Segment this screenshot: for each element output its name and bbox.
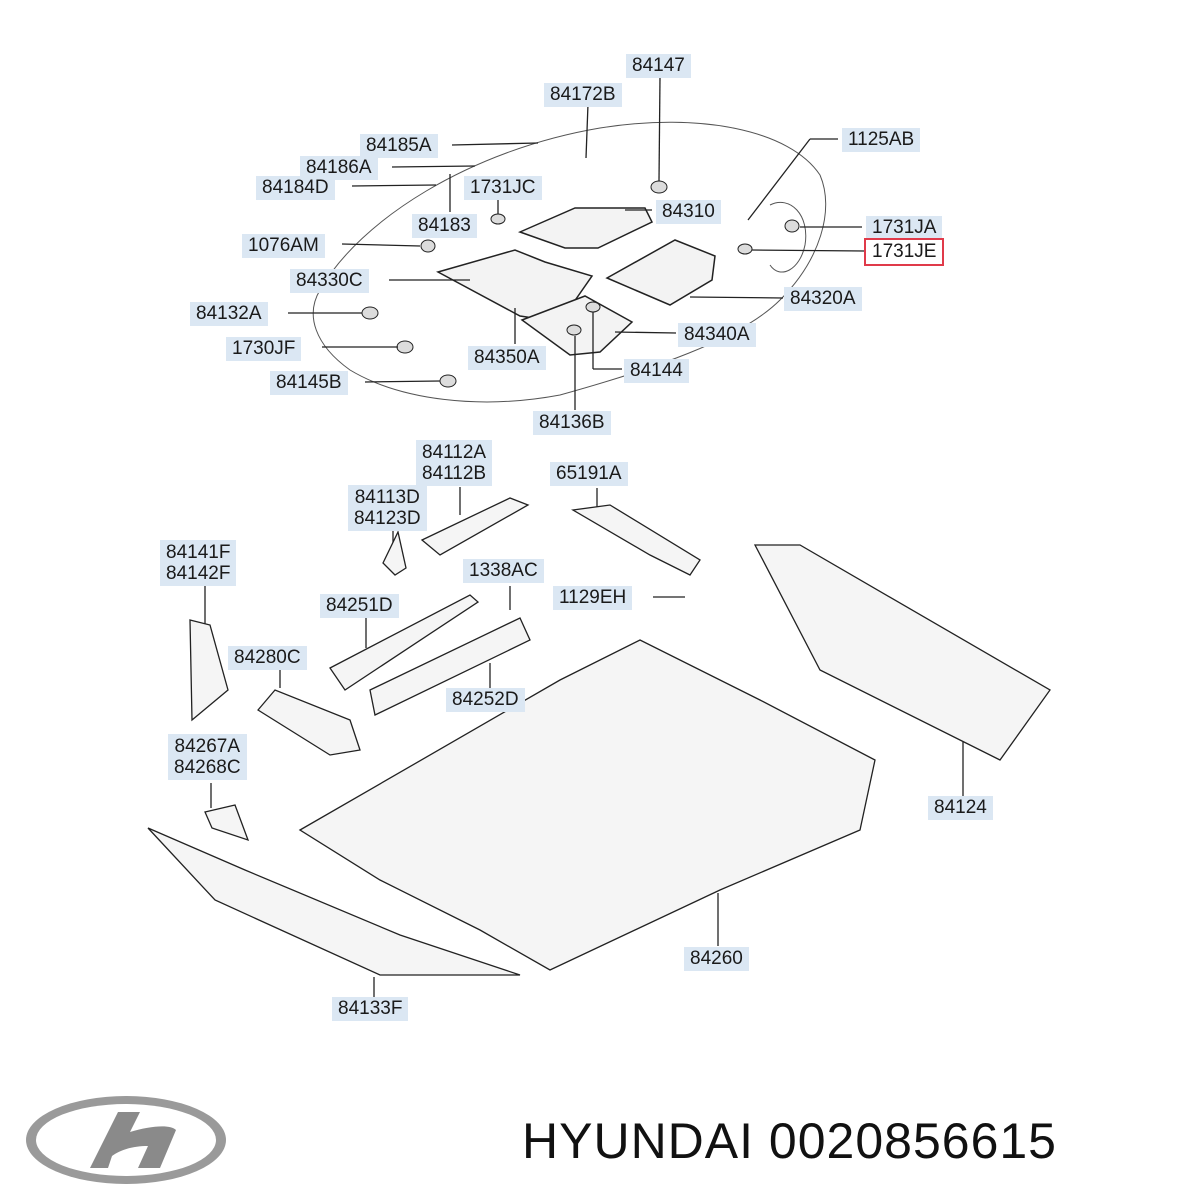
part-label-84141F: 84141F xyxy=(166,542,231,563)
part-label-84183: 84183 xyxy=(412,214,477,238)
mat-84320A xyxy=(605,239,716,306)
part-84141F xyxy=(189,619,229,722)
part-label-84268C: 84268C xyxy=(174,757,241,778)
hyundai-logo-icon xyxy=(26,1096,226,1184)
part-label-84145B: 84145B xyxy=(270,371,348,395)
part-84260 xyxy=(298,639,876,971)
part-label-84147: 84147 xyxy=(626,54,691,78)
part-label-1730JF: 1730JF xyxy=(226,337,302,361)
part-84124 xyxy=(753,544,1051,761)
part-label-84330C: 84330C xyxy=(290,269,369,293)
part-label-84123D: 84123D xyxy=(354,508,421,529)
part-label-84340A: 84340A xyxy=(678,323,756,347)
parts-lower xyxy=(147,497,1051,976)
part-label-1076AM: 1076AM xyxy=(242,234,325,258)
part-84251D xyxy=(329,594,480,691)
part-label-84251D: 84251D xyxy=(320,594,399,618)
floor-mats xyxy=(436,207,716,356)
part-label-1338AC: 1338AC xyxy=(463,559,544,583)
part-84133F xyxy=(147,827,521,976)
part-label-1731JE-highlighted: 1731JE xyxy=(863,238,945,266)
part-label-84112A: 84112A xyxy=(422,442,487,463)
part-label-84144: 84144 xyxy=(624,359,689,383)
part-label-84184D: 84184D xyxy=(256,176,335,200)
part-84113D xyxy=(382,530,407,576)
part-label-84280C: 84280C xyxy=(228,646,307,670)
part-65191A xyxy=(571,504,701,576)
part-label-1129EH: 1129EH xyxy=(553,586,633,610)
part-label-84113D: 84113D xyxy=(354,487,420,508)
part-label-84267A: 84267A xyxy=(174,736,241,757)
part-84280C xyxy=(257,689,361,756)
part-84112A xyxy=(420,497,530,556)
leader-lines xyxy=(204,76,964,1000)
mat-84310 xyxy=(517,207,654,249)
part-84267A xyxy=(204,804,250,842)
part-label-84172B: 84172B xyxy=(544,83,622,107)
part-label-84132A: 84132A xyxy=(190,302,268,326)
part-label-84136B: 84136B xyxy=(533,411,611,435)
part-label-84350A: 84350A xyxy=(468,346,546,370)
part-label-65191A: 65191A xyxy=(550,462,628,486)
part-84252D xyxy=(369,617,531,716)
part-label-84112B: 84112B xyxy=(422,463,487,484)
part-label-84133F: 84133F xyxy=(332,997,409,1021)
part-label-84310: 84310 xyxy=(656,200,721,224)
part-label-1731JC: 1731JC xyxy=(464,176,542,200)
part-label-84142F: 84142F xyxy=(166,563,231,584)
part-label-1731JA: 1731JA xyxy=(866,216,943,240)
brand-part-number: HYUNDAI 0020856615 xyxy=(522,1113,1057,1169)
part-label-84112A-84112B: 84112A 84112B xyxy=(416,440,493,486)
part-label-84186A: 84186A xyxy=(300,156,378,180)
part-label-1125AB: 1125AB xyxy=(842,128,921,152)
mat-84330C xyxy=(436,249,594,323)
part-label-84267A-84268C: 84267A 84268C xyxy=(168,734,247,780)
clips xyxy=(361,180,800,388)
part-label-84320A: 84320A xyxy=(784,287,862,311)
part-label-84185A: 84185A xyxy=(360,134,438,158)
part-label-84252D: 84252D xyxy=(446,688,525,712)
car-outline xyxy=(312,121,827,403)
part-label-84113D-84123D: 84113D 84123D xyxy=(348,485,427,531)
part-label-84124: 84124 xyxy=(928,796,993,820)
part-label-84260: 84260 xyxy=(684,947,749,971)
part-label-84141F-84142F: 84141F 84142F xyxy=(160,540,237,586)
